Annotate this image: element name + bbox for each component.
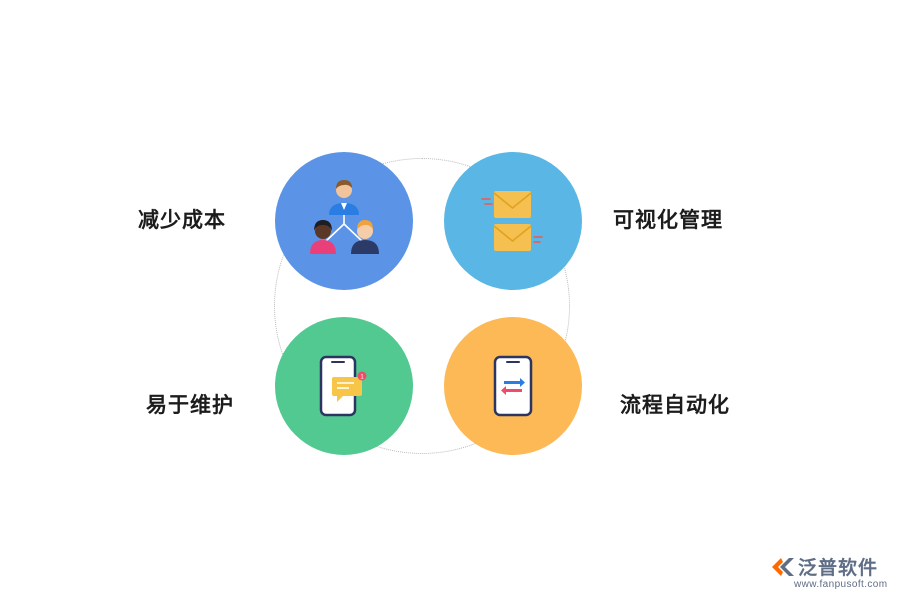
brand-logo: 泛普软件 www.fanpusoft.com [768,552,894,596]
envelopes-icon [481,191,543,251]
phone-message-icon: 1 [319,355,367,417]
feature-circle-maintain: 1 [275,317,413,455]
feature-circle-visual [444,152,582,290]
feature-circle-cost [275,152,413,290]
phone-transfer-icon [493,355,533,417]
feature-label-automation: 流程自动化 [620,393,730,417]
brand-url: www.fanpusoft.com [794,579,888,590]
brand-name: 泛普软件 [798,557,879,579]
brand-mark-icon [772,558,794,576]
feature-label-cost: 减少成本 [138,208,226,232]
svg-text:1: 1 [360,375,364,381]
team-hierarchy-icon [310,180,379,254]
feature-label-visual: 可视化管理 [613,208,723,232]
feature-circle-automation [444,317,582,455]
dotted-orbit-ring [274,158,570,454]
feature-label-maintain: 易于维护 [146,393,234,417]
